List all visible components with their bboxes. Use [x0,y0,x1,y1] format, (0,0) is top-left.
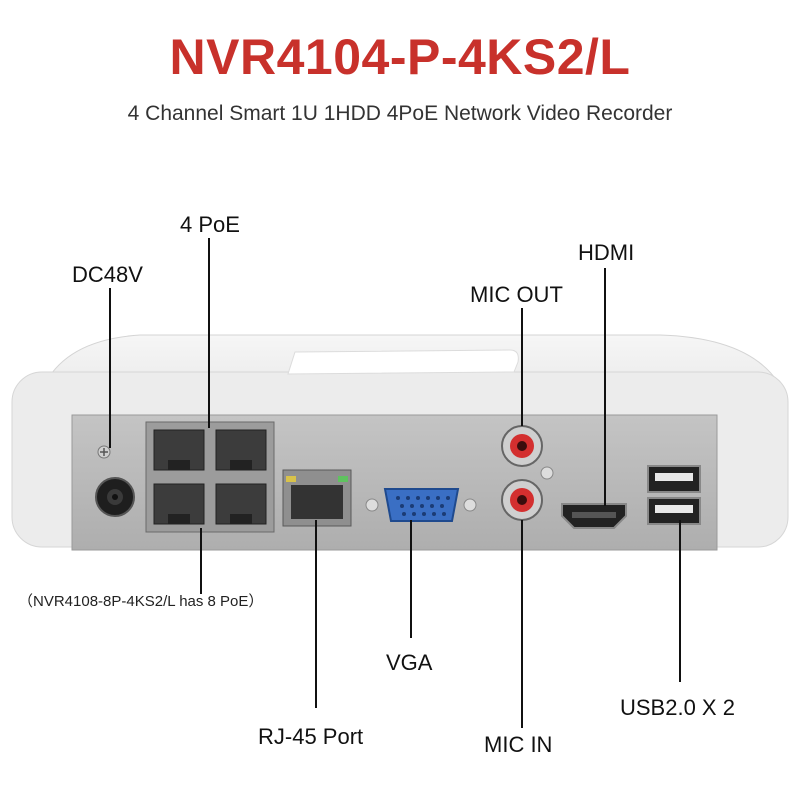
top-vent [287,349,519,375]
product-subtitle: 4 Channel Smart 1U 1HDD 4PoE Network Vid… [127,102,673,125]
product-title: NVR4104-P-4KS2/L [169,29,631,85]
label-rj45: RJ-45 Port [258,724,364,749]
leader-mic-out [521,308,523,426]
label-mic-in: MIC IN [484,732,553,757]
label-poe: 4 PoE [180,212,240,237]
leader-hdmi [604,268,606,506]
leader-poe [208,238,210,428]
label-poe-note: （NVR4108-8P-4KS2/L has 8 PoE） [18,593,264,610]
label-dc: DC48V [72,262,143,287]
leader-mic-in [521,520,523,728]
leader-vga [410,520,412,638]
label-usb: USB2.0 X 2 [620,695,735,720]
leader-rj45 [315,520,317,708]
leader-usb [679,520,681,682]
label-mic-out: MIC OUT [470,282,563,307]
label-hdmi: HDMI [578,240,635,265]
label-vga: VGA [386,650,433,675]
leader-poe-note [200,528,202,594]
leader-dc [109,288,111,448]
